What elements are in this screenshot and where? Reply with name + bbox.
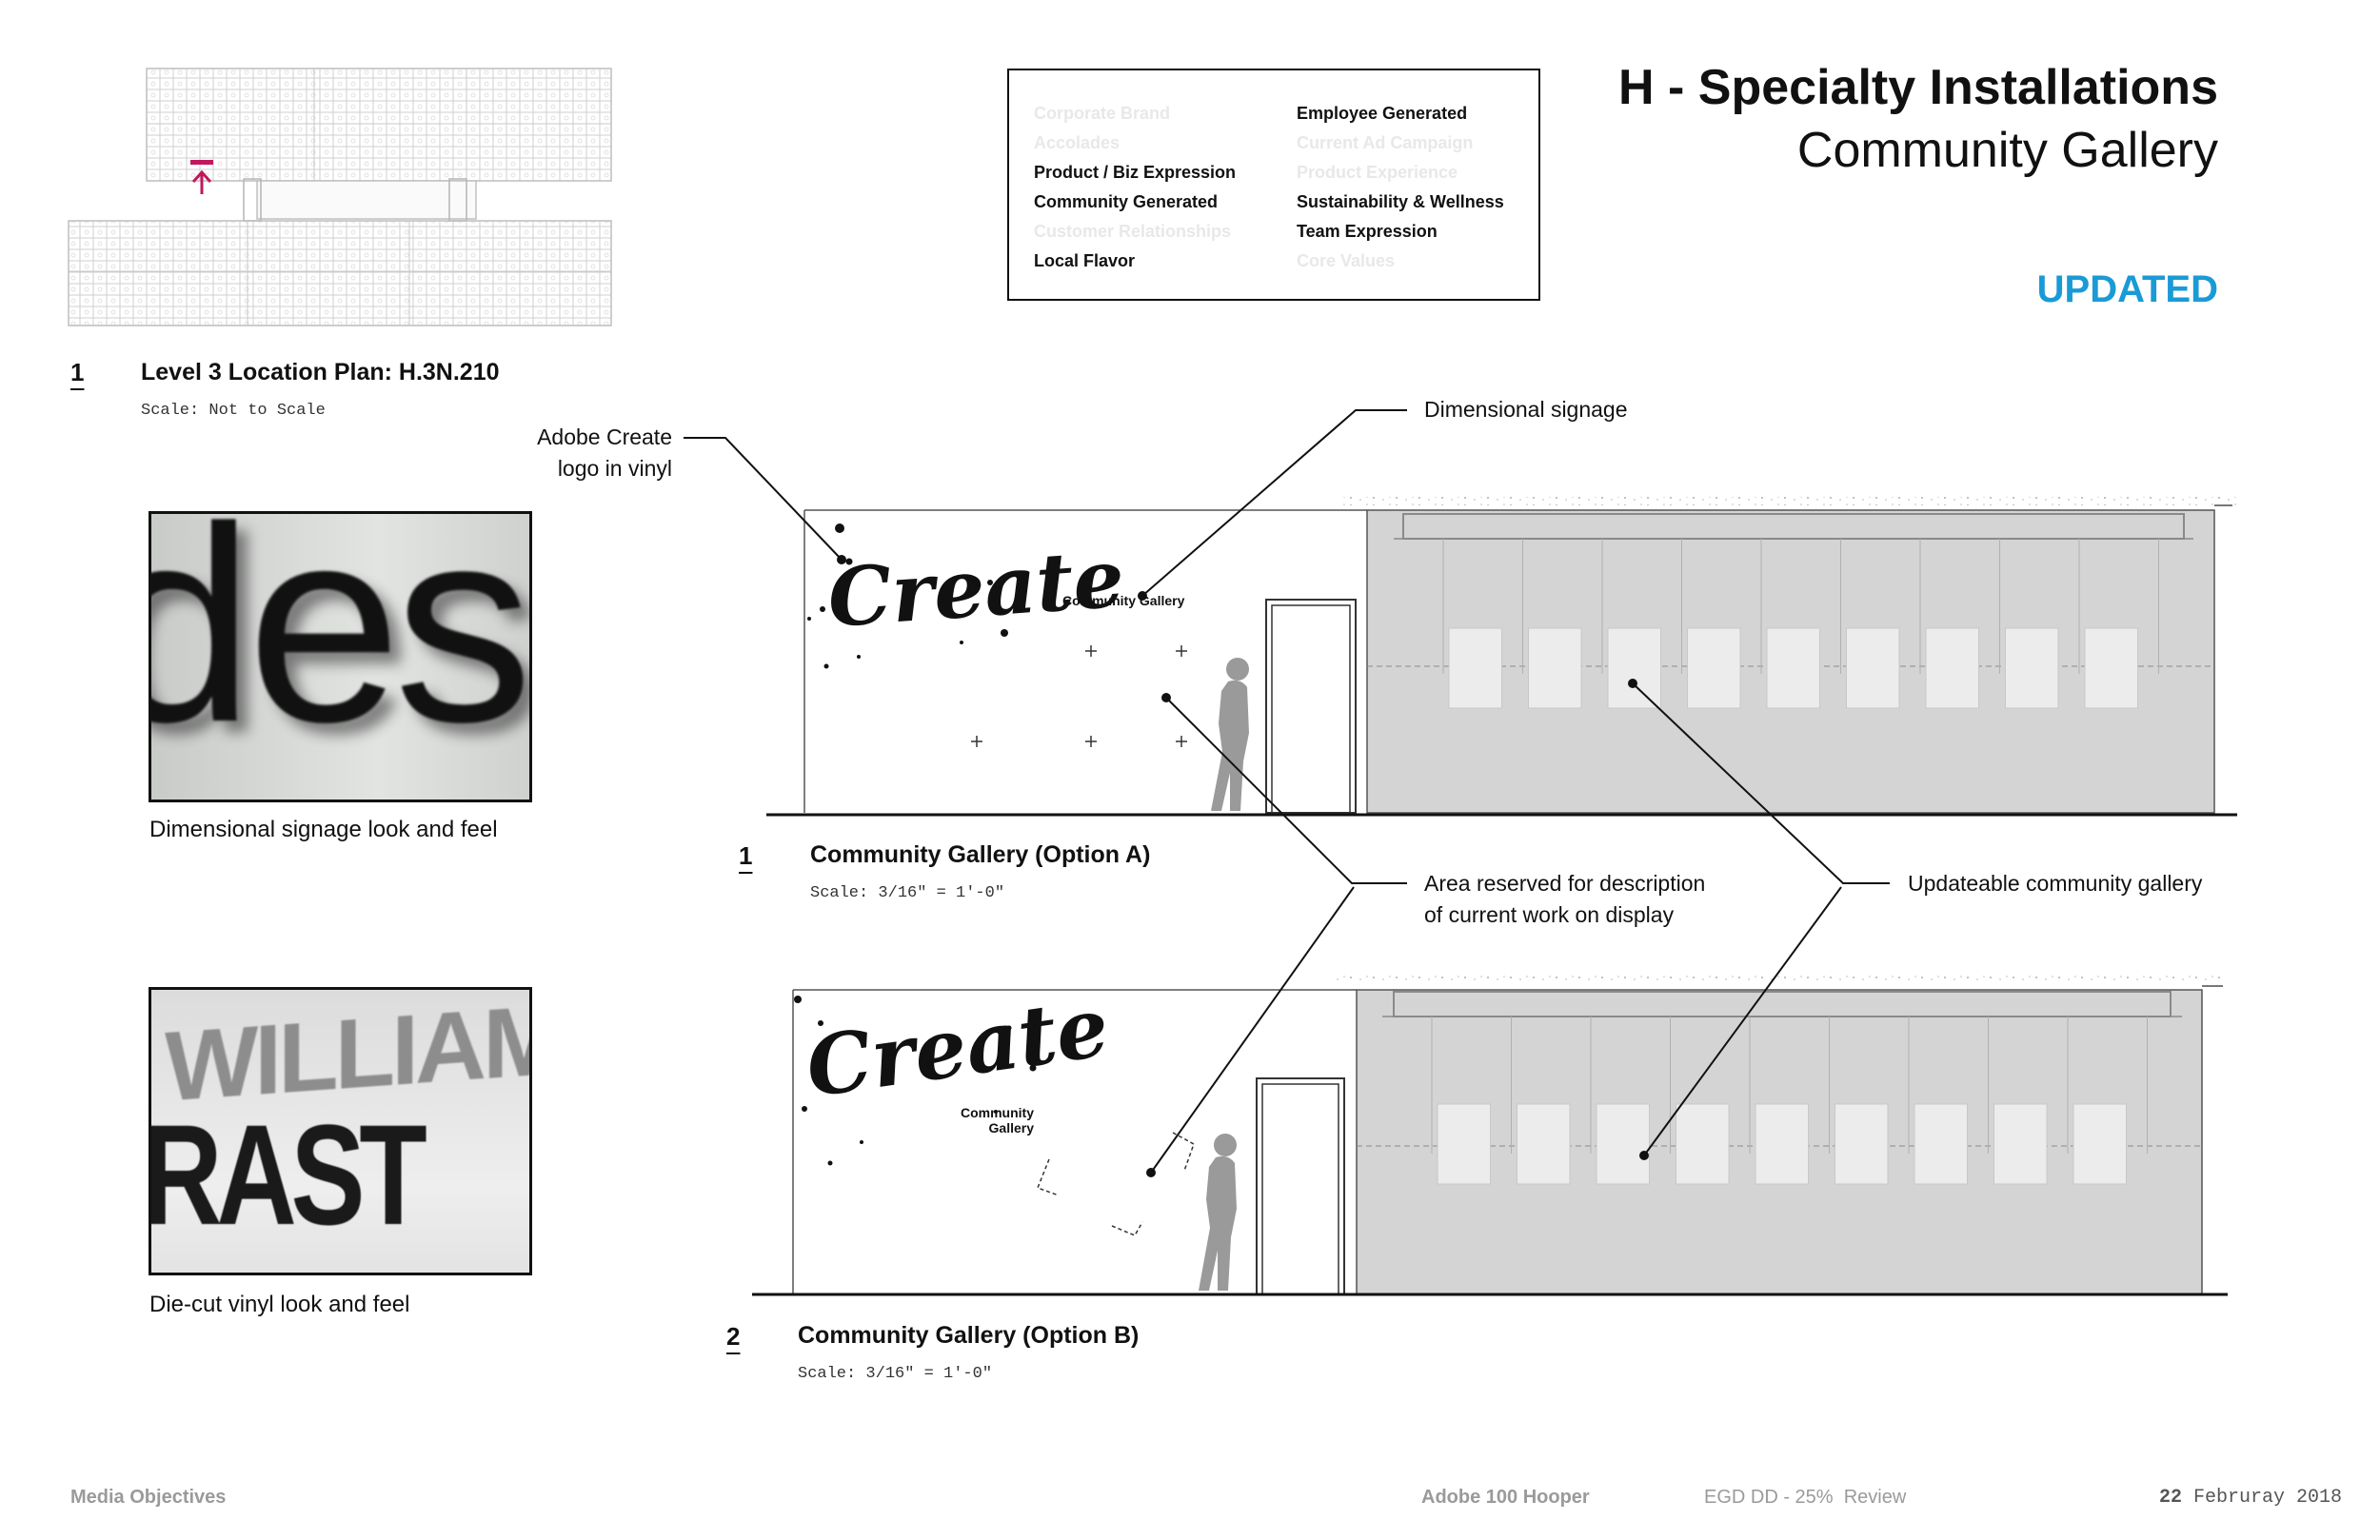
signage-text-a: Community Gallery — [1062, 593, 1185, 608]
elevation-a-number: 1 — [739, 841, 753, 870]
callout-signage: Dimensional signage — [1424, 397, 1628, 422]
callout-gallery: Updateable community gallery — [1908, 871, 2203, 896]
callout-description-line1: Area reserved for description — [1424, 871, 1706, 896]
footer-section: Media Objectives — [70, 1487, 227, 1508]
door-a — [1265, 599, 1357, 814]
elevation-b-scale: Scale: 3/16" = 1'-0" — [798, 1365, 993, 1383]
callout-logo-line1: Adobe Create — [537, 424, 672, 449]
die-cut-vinyl-photo: WILLIAM RAST — [149, 987, 532, 1275]
die-cut-vinyl-photo-text-bottom: RAST — [149, 1095, 427, 1254]
footer-date-day: 22 — [2158, 1487, 2182, 1509]
gallery-frame — [1528, 627, 1582, 709]
gallery-frame — [2073, 1103, 2127, 1185]
create-logo-b-text: Create — [801, 978, 1115, 1116]
leader-gallery-a — [1632, 682, 1890, 884]
person-silhouette-a — [1211, 658, 1249, 811]
elevation-a-title: Community Gallery (Option A) — [810, 841, 1151, 868]
legend-item: Community Generated — [1034, 192, 1219, 211]
door-b — [1256, 1077, 1345, 1295]
gallery-frame — [1517, 1103, 1571, 1185]
gallery-frame — [1437, 1103, 1491, 1185]
leader-logo — [684, 437, 843, 561]
floor-plan-thumbnail — [68, 68, 612, 326]
gallery-frame — [1835, 1103, 1889, 1185]
create-logo-b: Create — [794, 978, 1115, 1166]
location-plan-scale: Scale: Not to Scale — [141, 402, 326, 420]
legend-item: Customer Relationships — [1034, 222, 1232, 241]
signage-text-b-line1: Community — [961, 1105, 1034, 1120]
leader-gallery-b — [1643, 886, 1842, 1156]
person-silhouette-b — [1199, 1134, 1237, 1291]
gallery-frame — [1755, 1103, 1809, 1185]
elevation-a-ceiling-texture — [1342, 497, 2237, 505]
callout-description: Area reserved for description of current… — [1424, 868, 1705, 931]
gallery-frame — [1846, 627, 1900, 709]
floor-plan-bridge — [243, 178, 477, 222]
dimensional-signage-photo-text: desk — [151, 511, 529, 780]
gallery-frame — [1925, 627, 1979, 709]
footer-date-rest: Februray 2018 — [2192, 1487, 2342, 1509]
elevation-b-number: 2 — [726, 1322, 741, 1351]
gallery-panels-a — [1442, 539, 2159, 709]
gallery-frame — [1448, 627, 1502, 709]
elevation-b: Create Community Gallery — [752, 974, 2228, 1296]
gallery-frame — [2005, 627, 2059, 709]
gallery-frame — [1914, 1103, 1968, 1185]
mounting-points-a — [971, 645, 1187, 747]
dimensional-signage-photo: desk — [149, 511, 532, 802]
description-bracket-marks — [1037, 1132, 1195, 1236]
create-logo-a-text: Create — [824, 530, 1126, 644]
leader-description-a — [1165, 697, 1407, 884]
leader-description-b — [1150, 886, 1355, 1174]
gallery-frame — [1676, 1103, 1730, 1185]
elevation-b-ceiling-texture — [1333, 974, 2228, 982]
page-subtitle: Community Gallery — [1796, 123, 2218, 178]
legend-item: Product / Biz Expression — [1034, 163, 1237, 182]
location-plan-title: Level 3 Location Plan: H.3N.210 — [141, 359, 500, 385]
gallery-frame — [2084, 627, 2138, 709]
dimensional-signage-caption: Dimensional signage look and feel — [149, 817, 498, 842]
gallery-frame — [1766, 627, 1820, 709]
legend-item: Core Values — [1297, 251, 1396, 270]
footer-project: Adobe 100 Hooper — [1421, 1487, 1590, 1508]
legend-item: Local Flavor — [1034, 251, 1136, 270]
footer-review: EGD DD - 25% Review — [1704, 1487, 1907, 1508]
floor-plan-upper-wing — [146, 68, 612, 182]
legend-item: Sustainability & Wellness — [1297, 192, 1504, 211]
leader-signage — [1141, 409, 1407, 597]
leader-endpoints — [837, 555, 1649, 1177]
callout-description-line2: of current work on display — [1424, 902, 1675, 927]
gallery-panels-b — [1431, 1017, 2148, 1185]
footer-date: 22 Februray 2018 — [1904, 1487, 2342, 1509]
location-plan-number: 1 — [70, 358, 85, 386]
signage-text-b-line2: Gallery — [989, 1120, 1035, 1135]
elevation-b-title: Community Gallery (Option B) — [798, 1322, 1140, 1349]
legend-item: Product Experience — [1297, 163, 1458, 182]
legend-item: Corporate Brand — [1034, 104, 1171, 123]
die-cut-vinyl-caption: Die-cut vinyl look and feel — [149, 1292, 410, 1317]
location-marker-icon — [190, 160, 213, 194]
callout-leader-lines — [684, 409, 1890, 1174]
callout-logo-line2: logo in vinyl — [557, 456, 672, 481]
status-badge: UPDATED — [2036, 268, 2218, 310]
gallery-frame — [1687, 627, 1741, 709]
legend-item: Employee Generated — [1297, 104, 1468, 123]
legend-item: Accolades — [1034, 133, 1121, 152]
elevation-a-scale: Scale: 3/16" = 1'-0" — [810, 884, 1005, 902]
gallery-frame — [1596, 1103, 1650, 1185]
elevation-a: Create Community Gallery — [766, 497, 2237, 817]
gallery-frame — [1607, 627, 1661, 709]
floor-plan-lower-wing — [68, 220, 612, 326]
page-title: H - Specialty Installations — [1618, 60, 2218, 115]
callout-logo: Adobe Create logo in vinyl — [495, 422, 672, 484]
create-logo-a: Create — [807, 523, 1127, 669]
legend-item: Current Ad Campaign — [1297, 133, 1474, 152]
legend-item: Team Expression — [1297, 222, 1438, 241]
gallery-frame — [1993, 1103, 2048, 1185]
